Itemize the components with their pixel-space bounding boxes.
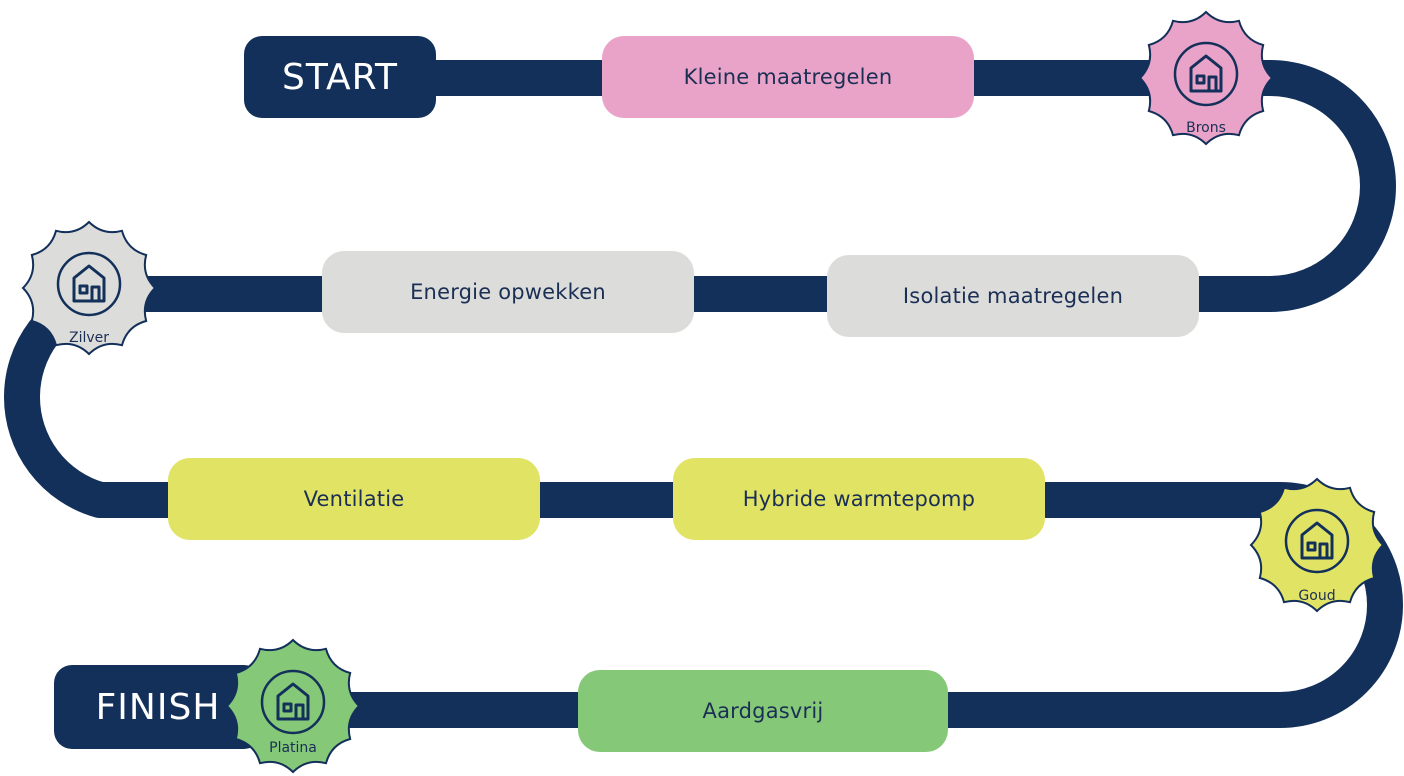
- step-ventilatie: Ventilatie: [168, 458, 540, 540]
- badge-shape-brons: [1138, 10, 1274, 146]
- step-energie-opwekken: Energie opwekken: [322, 251, 694, 333]
- badge-platina: Platina: [222, 636, 364, 776]
- badge-brons: Brons: [1138, 8, 1274, 148]
- badge-shape-goud: [1249, 477, 1385, 613]
- badge-label-brons: Brons: [1186, 120, 1226, 136]
- badge-label-zilver: Zilver: [68, 330, 110, 346]
- badge-zilver: Zilver: [21, 220, 157, 356]
- finish-label: FINISH: [54, 665, 262, 749]
- badge-label-platina: Platina: [269, 740, 317, 756]
- badge-label-goud: Goud: [1298, 588, 1336, 604]
- step-kleine-maatregelen: Kleine maatregelen: [602, 36, 974, 118]
- badge-goud: Goud: [1246, 477, 1388, 613]
- step-isolatie-maatregelen: Isolatie maatregelen: [827, 255, 1199, 337]
- house-icon: [1300, 521, 1334, 560]
- start-label: START: [244, 36, 436, 118]
- badge-shape-zilver: [21, 220, 157, 356]
- house-icon: [276, 682, 310, 721]
- house-icon: [72, 264, 106, 303]
- step-aardgasvrij: Aardgasvrij: [578, 670, 948, 752]
- house-icon: [1189, 54, 1223, 93]
- step-hybride-warmtepomp: Hybride warmtepomp: [673, 458, 1045, 540]
